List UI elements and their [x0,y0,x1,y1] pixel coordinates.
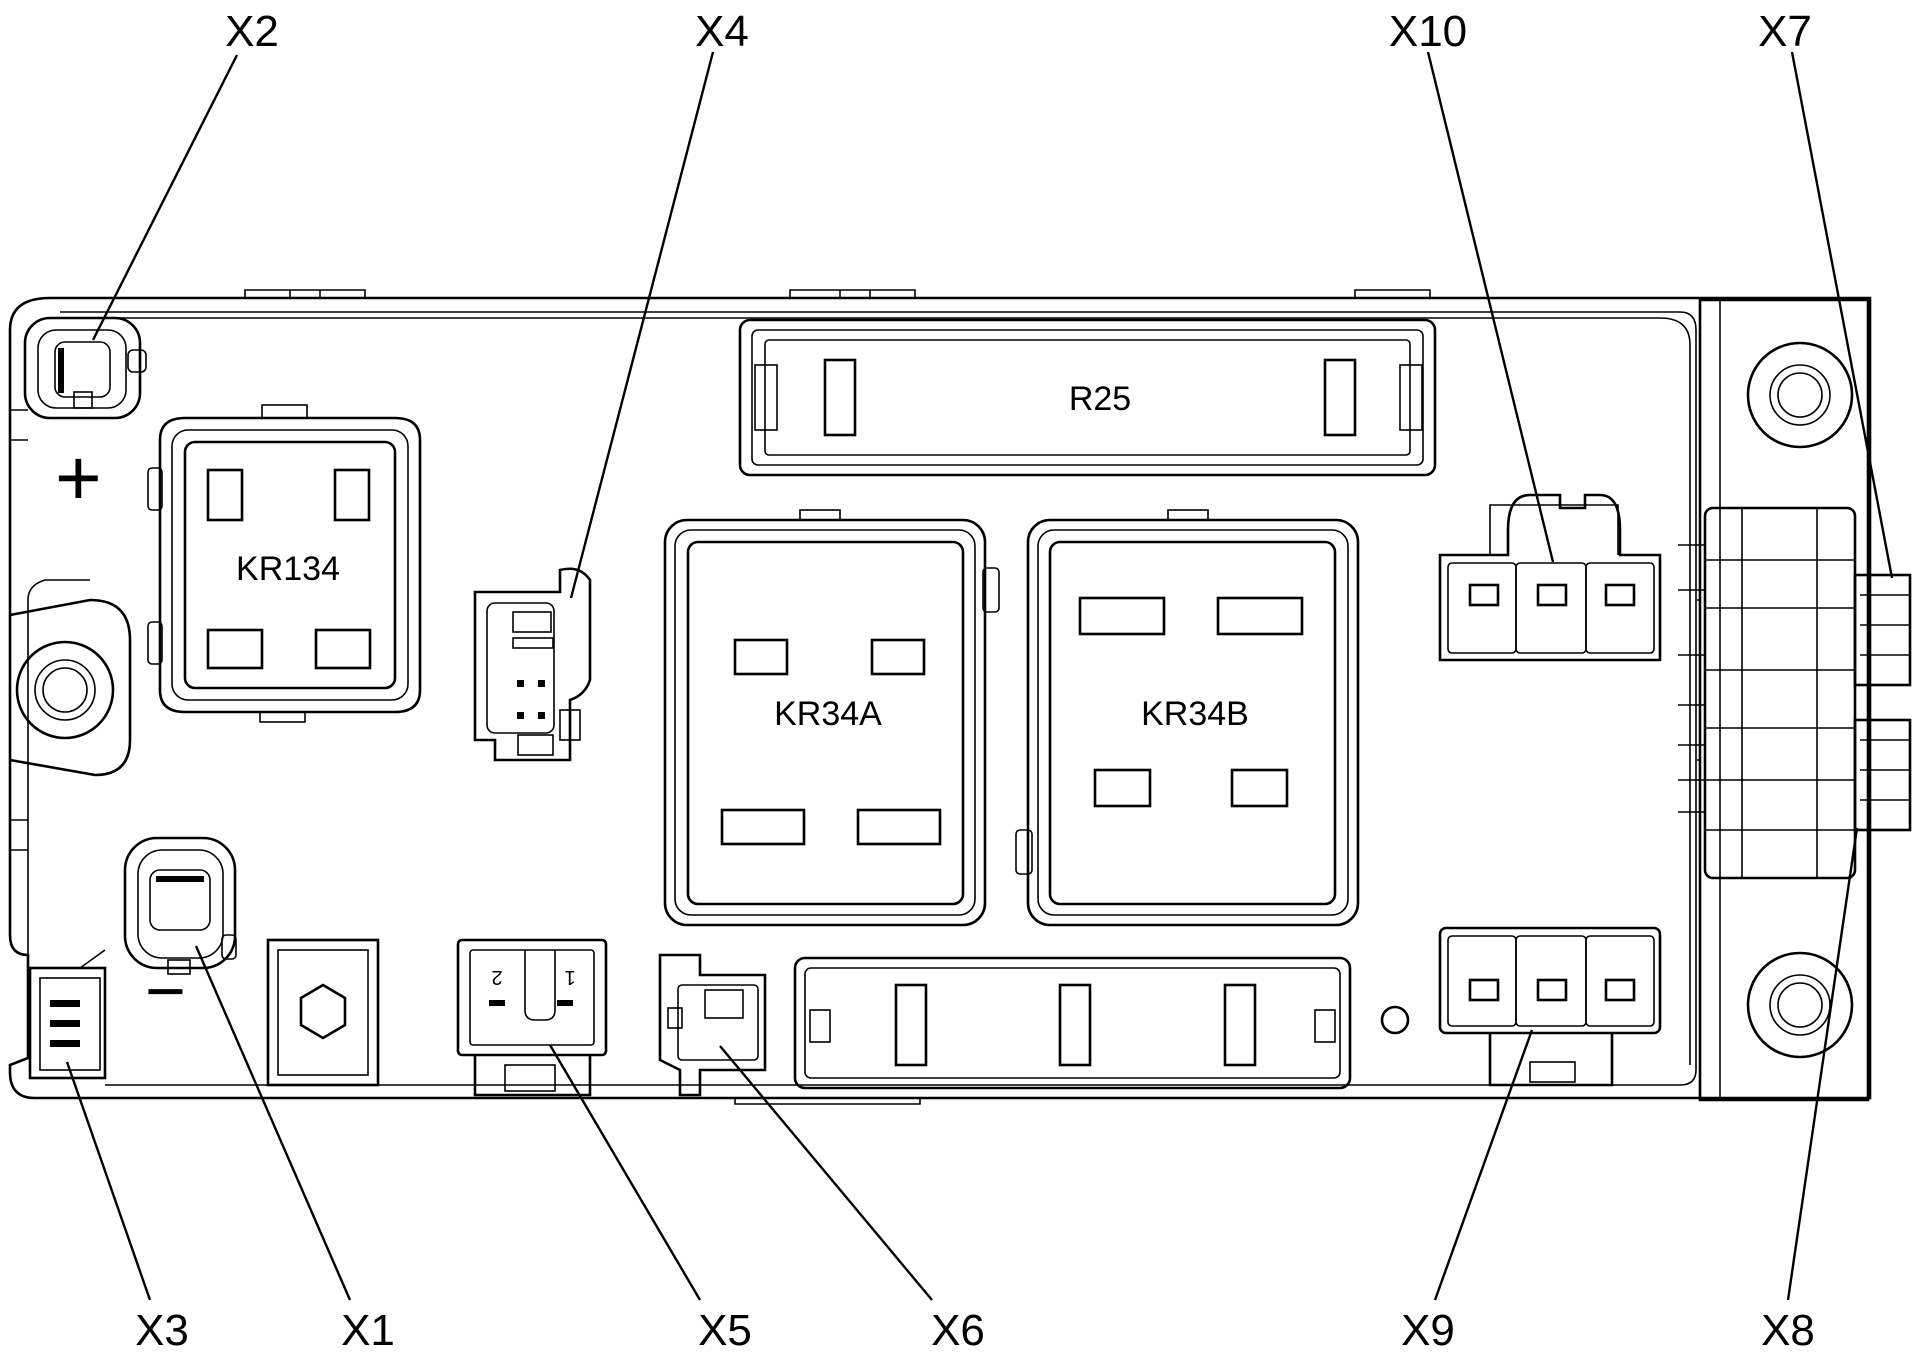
leader-lines [65,51,1894,1301]
left-mounting-stud [9,598,132,777]
callout-x7: X7 [1758,7,1812,56]
x5-pin1-label: 1 [564,966,575,988]
callout-x8: X8 [1761,1306,1815,1355]
right-mounting-stud-top [1746,341,1854,449]
connector-x10 [1438,493,1662,662]
connector-x7-x8-header [1678,506,1912,880]
plus-symbol: + [55,433,102,522]
callout-x5: X5 [698,1306,752,1355]
r25-label: R25 [1069,380,1131,418]
callout-x2: X2 [225,7,279,56]
kr134-label: KR134 [236,550,340,588]
kr34a-label: KR34A [774,695,882,733]
connector-x6 [658,953,767,1097]
connector-x3 [28,949,107,1080]
connector-x1 [123,836,237,975]
relay-kr134 [147,404,422,723]
fuse-block-bottom [793,956,1352,1090]
callout-x1: X1 [341,1306,395,1355]
housing [8,289,1872,1105]
minus-symbol: − [145,952,186,1030]
callout-x6: X6 [931,1306,985,1355]
x5-pin2-label: 2 [491,966,502,988]
locator-hole [1380,1005,1410,1035]
callout-x4: X4 [695,7,749,56]
hex-bolt [266,938,380,1087]
kr34b-label: KR34B [1141,695,1249,733]
callout-x10: X10 [1389,7,1467,56]
resistor-r25 [738,318,1437,477]
callout-x3: X3 [135,1306,189,1355]
connector-x9 [1438,926,1662,1087]
connector-x5 [456,938,608,1097]
connector-x4 [473,567,592,762]
relay-kr34b [1015,509,1360,927]
connector-x2 [23,316,147,420]
callout-x9: X9 [1401,1306,1455,1355]
relay-kr34a [663,509,1000,927]
